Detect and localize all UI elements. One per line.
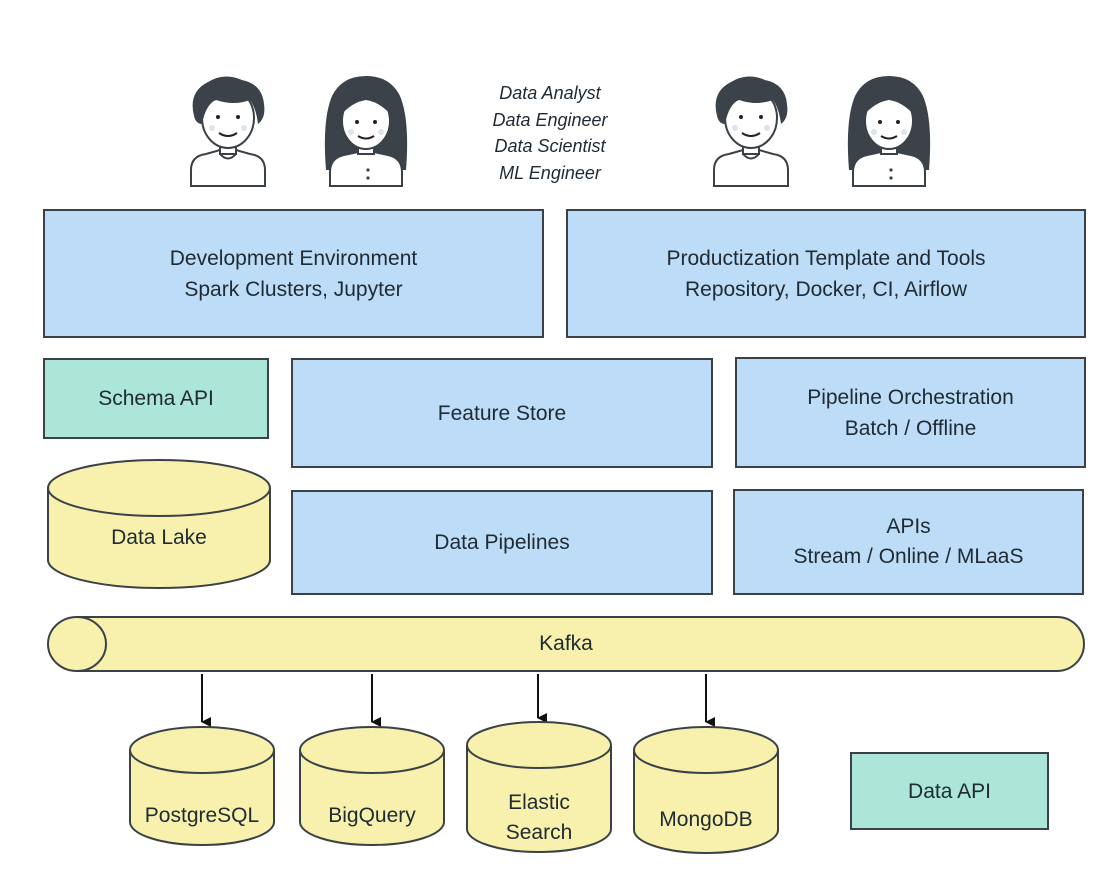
role-data-scientist: Data Scientist (494, 136, 606, 156)
elastic-search-label-wrap: Elastic Search (467, 787, 611, 849)
schema-api-label: Schema API (98, 387, 214, 410)
roles-list: Data Analyst Data Engineer Data Scientis… (468, 80, 632, 186)
mongodb-label-wrap: MongoDB (634, 803, 778, 837)
apis-title: APIs (886, 515, 931, 538)
data-api-label: Data API (908, 779, 991, 803)
development-environment-box: Development Environment Spark Clusters, … (43, 209, 544, 338)
mongodb-cylinder (633, 726, 779, 854)
development-environment-subtitle: Spark Clusters, Jupyter (184, 277, 403, 301)
kafka-label-wrap: Kafka (106, 628, 1026, 660)
pipeline-orchestration-box: Pipeline Orchestration Batch / Offline (735, 357, 1086, 468)
pipeline-orchestration-title: Pipeline Orchestration (807, 385, 1014, 409)
data-pipelines-box: Data Pipelines (291, 490, 713, 595)
data-api-box: Data API (850, 752, 1049, 830)
productization-subtitle: Repository, Docker, CI, Airflow (684, 277, 968, 301)
postgresql-cylinder (129, 726, 275, 846)
postgresql-label: PostgreSQL (144, 804, 260, 827)
apis-subtitle: Stream / Online / MLaaS (793, 545, 1024, 568)
feature-store-box: Feature Store (291, 358, 713, 468)
role-ml-engineer: ML Engineer (499, 162, 601, 183)
development-environment-title: Development Environment (169, 246, 418, 270)
elastic-search-label-line1: Elastic (508, 791, 570, 814)
bigquery-cylinder (299, 726, 445, 846)
person-male-icon (713, 76, 789, 187)
bigquery-label: BigQuery (328, 804, 416, 827)
schema-api-box: Schema API (43, 358, 269, 439)
productization-box: Productization Template and Tools Reposi… (566, 209, 1086, 338)
role-data-analyst: Data Analyst (499, 83, 601, 103)
data-lake-label: Data Lake (111, 526, 207, 549)
productization-title: Productization Template and Tools (666, 246, 986, 270)
role-data-engineer: Data Engineer (492, 109, 608, 130)
bigquery-label-wrap: BigQuery (300, 799, 444, 833)
feature-store-label: Feature Store (437, 401, 567, 425)
data-lake-cylinder (47, 459, 271, 589)
data-lake-label-wrap: Data Lake (48, 518, 270, 558)
pipeline-orchestration-subtitle: Batch / Offline (844, 416, 977, 440)
postgresql-label-wrap: PostgreSQL (130, 799, 274, 833)
person-male-icon (190, 76, 266, 187)
elastic-search-cylinder (466, 721, 612, 853)
person-female-icon (324, 76, 408, 187)
kafka-pipe (47, 616, 1085, 672)
mongodb-label: MongoDB (659, 808, 753, 831)
apis-box: APIs Stream / Online / MLaaS (733, 489, 1084, 595)
person-female-icon (847, 76, 931, 187)
elastic-search-label-line2: Search (505, 821, 573, 844)
kafka-label: Kafka (539, 632, 593, 655)
data-pipelines-label: Data Pipelines (434, 531, 570, 554)
